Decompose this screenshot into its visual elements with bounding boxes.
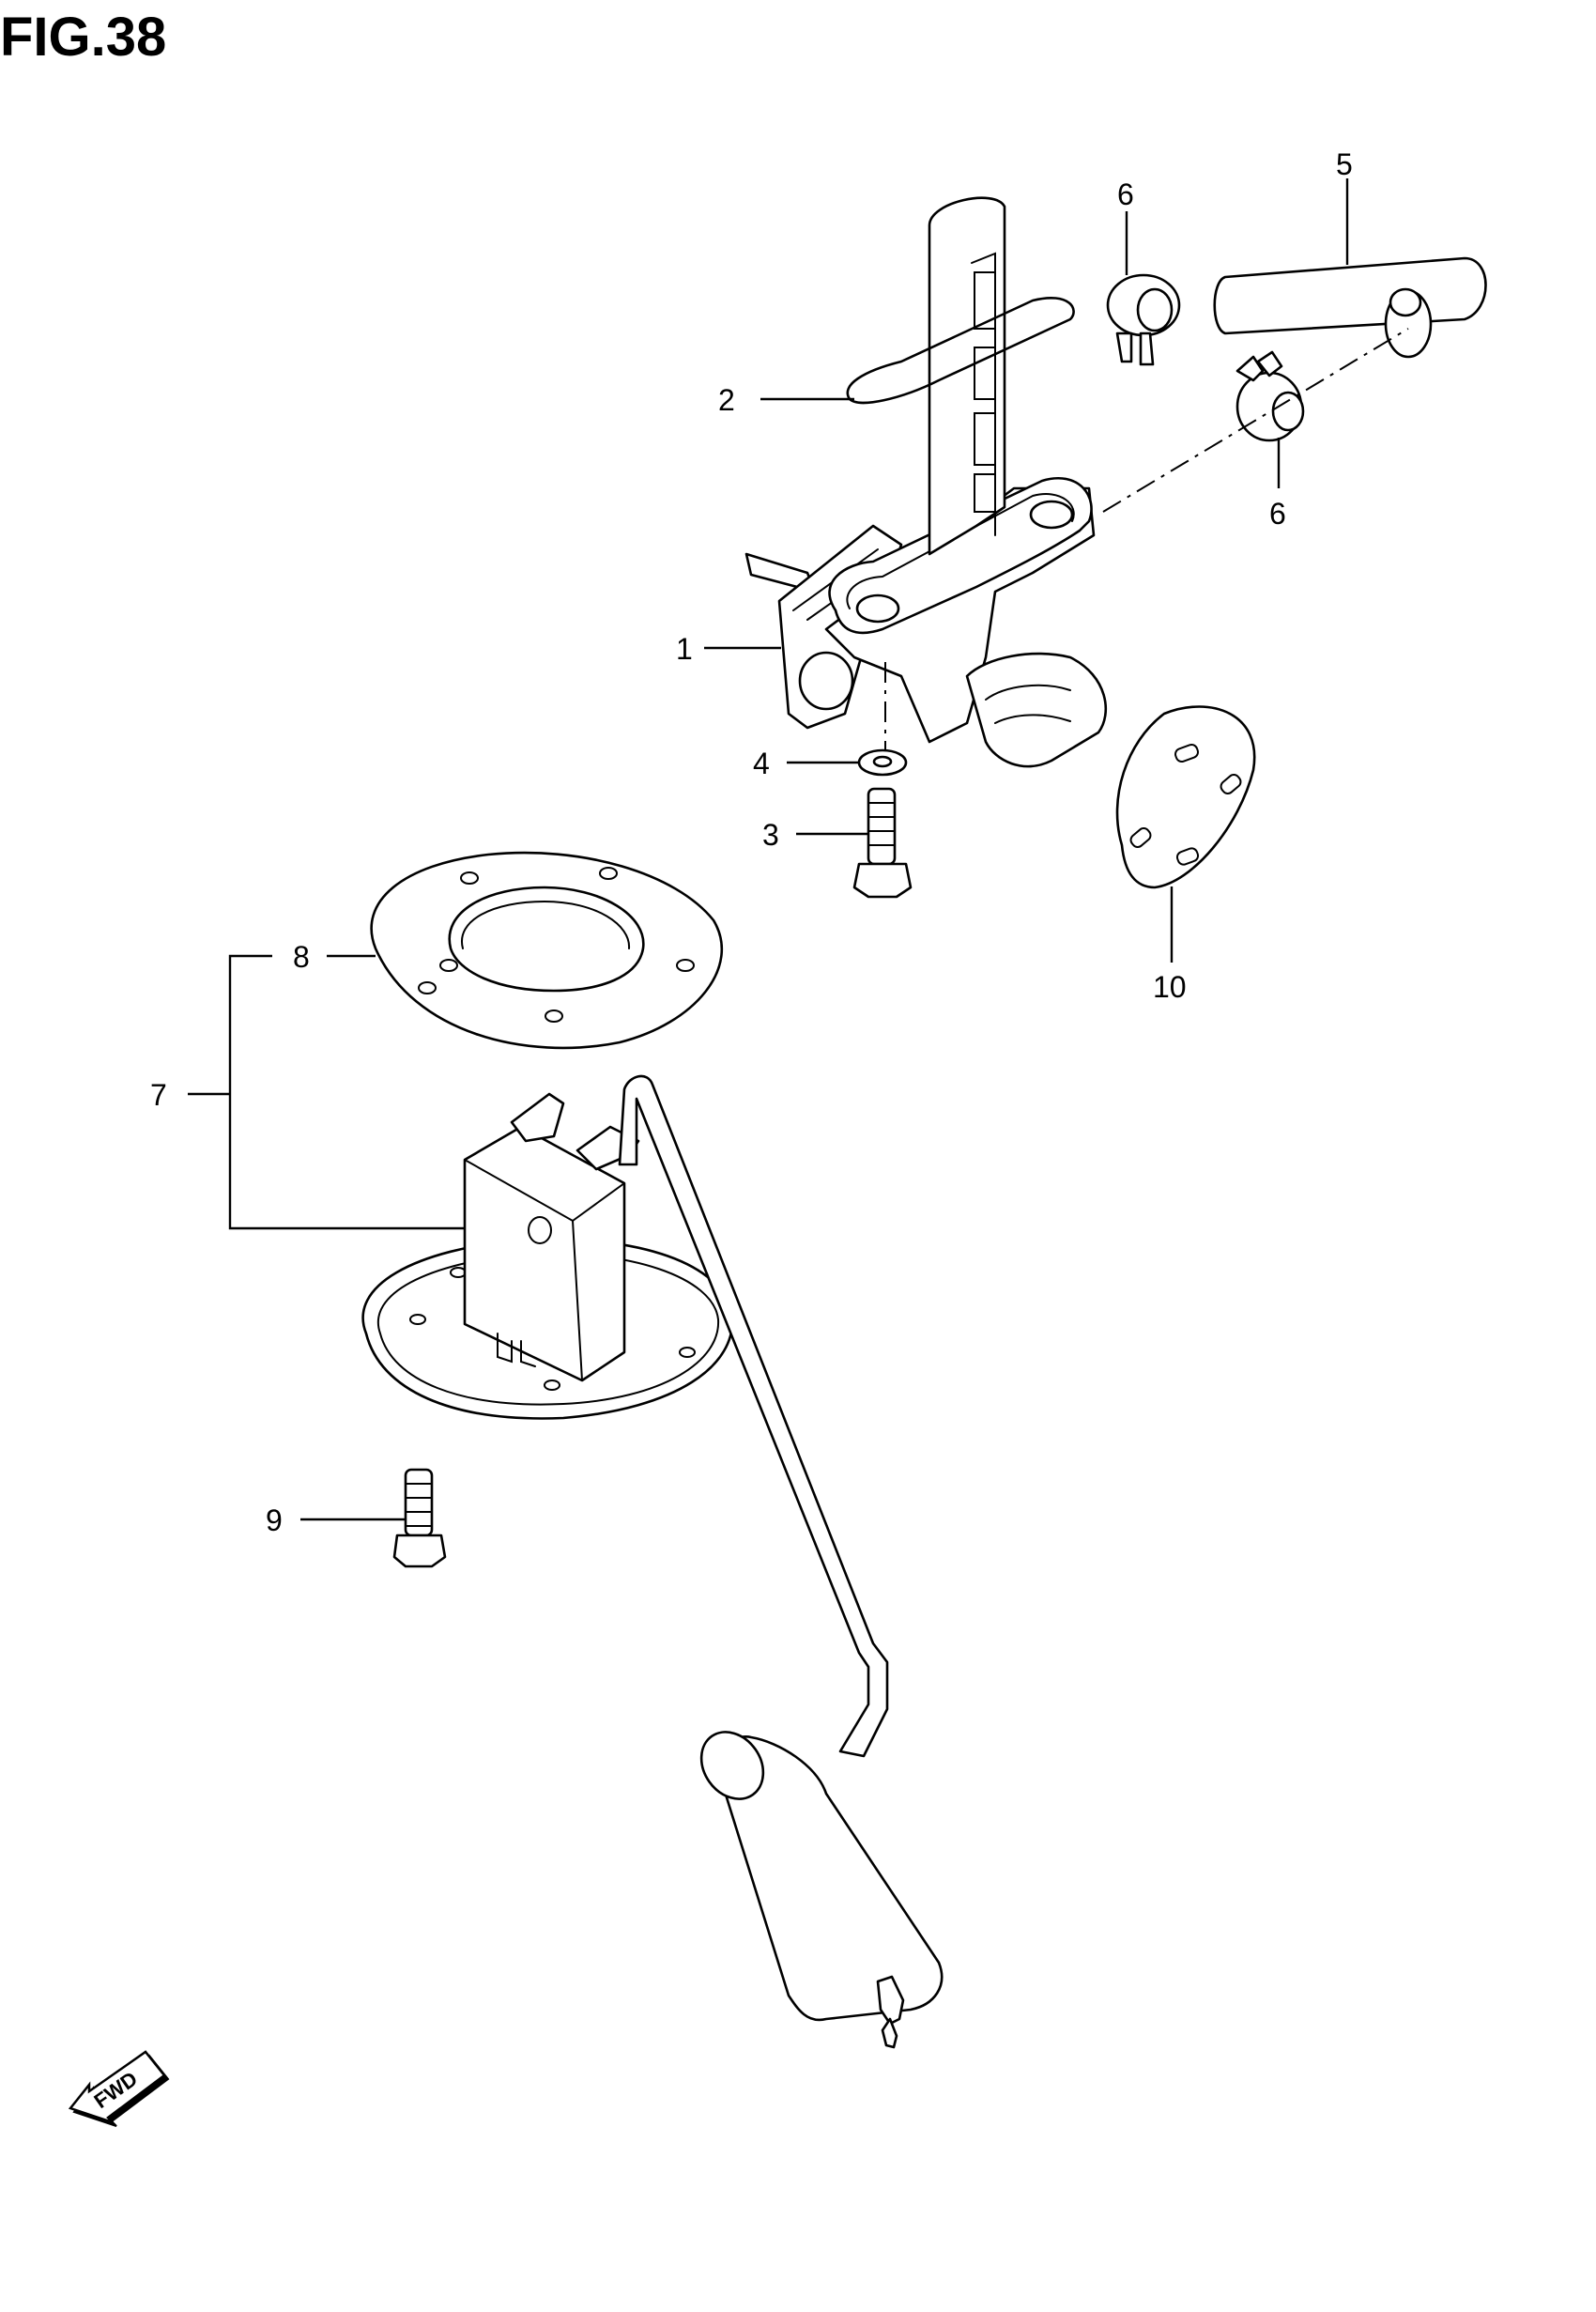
part-6-clamp-upper [1106, 273, 1181, 366]
part-1-fuel-cock [744, 477, 1108, 768]
callout-3: 3 [762, 818, 779, 852]
fwd-arrow-icon: FWD [68, 2050, 170, 2127]
callout-7: 7 [150, 1078, 167, 1112]
part-7-fuel-gauge-unit [361, 1074, 944, 2049]
part-10-cover-plate [1115, 705, 1256, 889]
callout-9: 9 [266, 1503, 283, 1537]
callout-8: 8 [293, 940, 310, 974]
part-5-hose [1213, 256, 1487, 359]
standpipe-strainer [928, 196, 1006, 556]
part-4-washer [857, 748, 908, 777]
callout-6-lower: 6 [1269, 497, 1286, 531]
callout-labels: 1 2 3 4 5 6 6 7 8 9 10 [150, 147, 1353, 1537]
callout-1: 1 [676, 632, 693, 666]
leader-lines [188, 178, 1409, 1521]
part-9-bolt [392, 1468, 447, 1568]
callout-10: 10 [1153, 970, 1187, 1004]
callout-6-upper: 6 [1117, 177, 1134, 211]
part-3-bolt [852, 787, 913, 899]
callout-4: 4 [753, 747, 770, 780]
callout-2: 2 [718, 383, 735, 417]
figure-title: FIG.38 [0, 7, 167, 68]
callout-5: 5 [1336, 147, 1353, 181]
part-6-clamp-lower [1235, 350, 1305, 442]
part-2-gasket [846, 297, 1075, 405]
part-8-gasket-ring [370, 851, 724, 1050]
